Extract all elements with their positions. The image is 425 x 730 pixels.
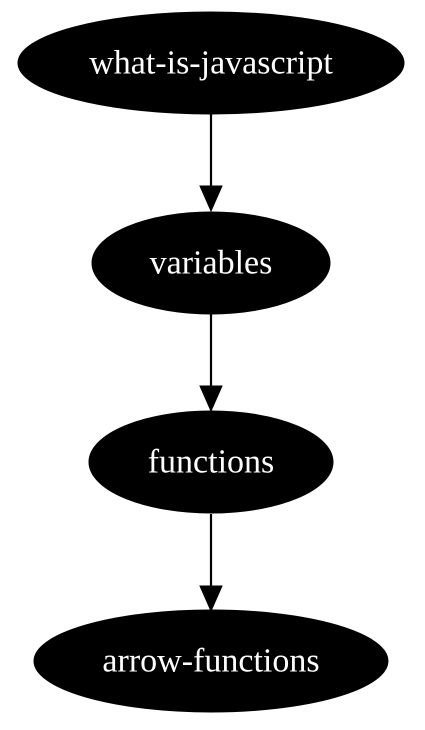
edge-arrowhead (199, 585, 223, 613)
edge-arrowhead (199, 385, 223, 413)
node-arrow-functions[interactable]: arrow-functions (33, 609, 389, 713)
node-label-functions: functions (148, 444, 275, 481)
edges-layer (199, 114, 223, 613)
edge-functions-to-arrow-functions (199, 514, 223, 613)
node-ellipse (91, 211, 331, 315)
node-functions[interactable]: functions (88, 410, 334, 514)
edge-variables-to-functions (199, 314, 223, 413)
node-variables[interactable]: variables (91, 211, 331, 315)
node-ellipse (88, 410, 334, 514)
node-ellipse (17, 11, 405, 115)
nodes-layer: what-is-javascript variables functions a… (17, 11, 405, 713)
edge-arrowhead (199, 185, 223, 213)
node-label-variables: variables (150, 245, 273, 282)
node-label-what-is-javascript: what-is-javascript (89, 45, 333, 82)
node-what-is-javascript[interactable]: what-is-javascript (17, 11, 405, 115)
node-ellipse (33, 609, 389, 713)
edge-what-is-javascript-to-variables (199, 114, 223, 213)
node-label-arrow-functions: arrow-functions (102, 643, 319, 680)
